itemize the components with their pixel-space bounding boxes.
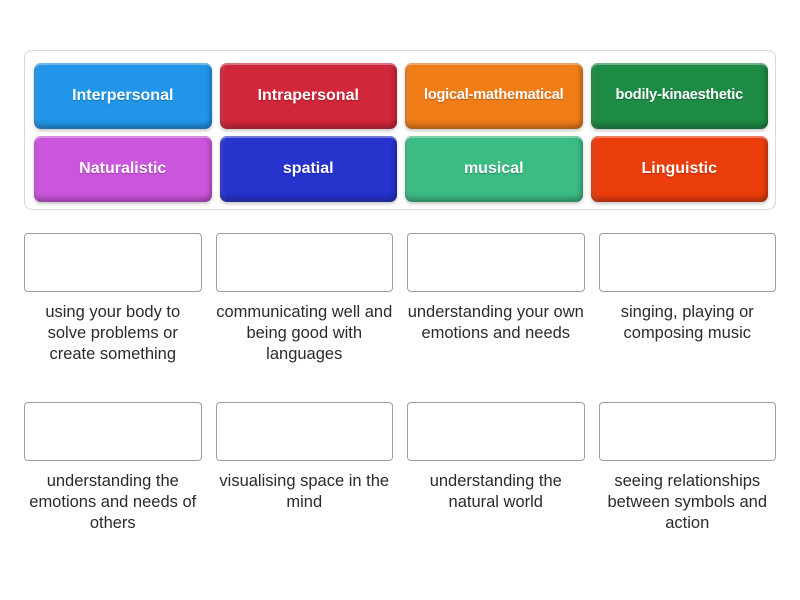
dropzone-target[interactable] <box>215 402 393 461</box>
dropzone-caption: visualising space in the mind <box>219 472 390 511</box>
dropzone-target[interactable] <box>407 233 585 292</box>
draggable-tile-intrapersonal[interactable]: Intrapersonal <box>219 63 397 129</box>
dropzone-caption: seeing relationships between symbols and… <box>607 472 768 532</box>
tile-label: spatial <box>282 160 334 178</box>
tile-label: Linguistic <box>641 160 718 178</box>
dropzone-target[interactable] <box>598 233 776 292</box>
draggable-tile-tray: Interpersonal Intrapersonal logical-math… <box>24 50 776 210</box>
dropzone-cell: understanding the natural world <box>407 402 585 533</box>
dropzone-target[interactable] <box>24 402 202 461</box>
draggable-tile-linguistic[interactable]: Linguistic <box>590 136 768 202</box>
draggable-tile-logical-mathematical[interactable]: logical-mathematical <box>405 63 583 129</box>
dropzone-target[interactable] <box>407 402 585 461</box>
dropzone-row-2: understanding the emotions and needs of … <box>24 402 776 533</box>
dropzone-cell: visualising space in the mind <box>215 402 393 533</box>
dropzone-target[interactable] <box>24 233 202 292</box>
dropzone-cell: seeing relationships between symbols and… <box>598 402 776 533</box>
tile-label: Intrapersonal <box>257 87 359 105</box>
draggable-tile-naturalistic[interactable]: Naturalistic <box>34 136 212 202</box>
dropzone-caption: understanding your own emotions and need… <box>407 303 584 342</box>
dropzone-caption: understanding the natural world <box>429 472 562 511</box>
dropzone-cell: understanding the emotions and needs of … <box>24 402 202 533</box>
tile-row-2: Naturalistic spatial musical Linguistic <box>34 136 768 202</box>
dropzone-cell: understanding your own emotions and need… <box>407 233 585 364</box>
tile-label: musical <box>463 160 524 178</box>
tile-label: Interpersonal <box>72 87 174 105</box>
dropzone-cell: communicating well and being good with l… <box>215 233 393 364</box>
tile-label: logical-mathematical <box>424 87 564 104</box>
dropzone-row-1: using your body to solve problems or cre… <box>24 233 776 364</box>
tile-row-1: Interpersonal Intrapersonal logical-math… <box>34 63 768 129</box>
draggable-tile-spatial[interactable]: spatial <box>219 136 397 202</box>
dropzone-caption: singing, playing or composing music <box>620 303 754 342</box>
draggable-tile-musical[interactable]: musical <box>405 136 583 202</box>
dropzone-caption: understanding the emotions and needs of … <box>29 472 197 532</box>
tile-label: bodily-kinaesthetic <box>615 87 744 104</box>
dropzone-target[interactable] <box>215 233 393 292</box>
draggable-tile-bodily-kinaesthetic[interactable]: bodily-kinaesthetic <box>590 63 768 129</box>
dropzone-target[interactable] <box>598 402 776 461</box>
tile-label: Naturalistic <box>79 160 167 178</box>
dropzone-caption: using your body to solve problems or cre… <box>45 303 181 363</box>
dropzone-caption: communicating well and being good with l… <box>216 303 393 363</box>
draggable-tile-interpersonal[interactable]: Interpersonal <box>34 63 212 129</box>
dropzone-cell: singing, playing or composing music <box>598 233 776 364</box>
dropzone-cell: using your body to solve problems or cre… <box>24 233 202 364</box>
